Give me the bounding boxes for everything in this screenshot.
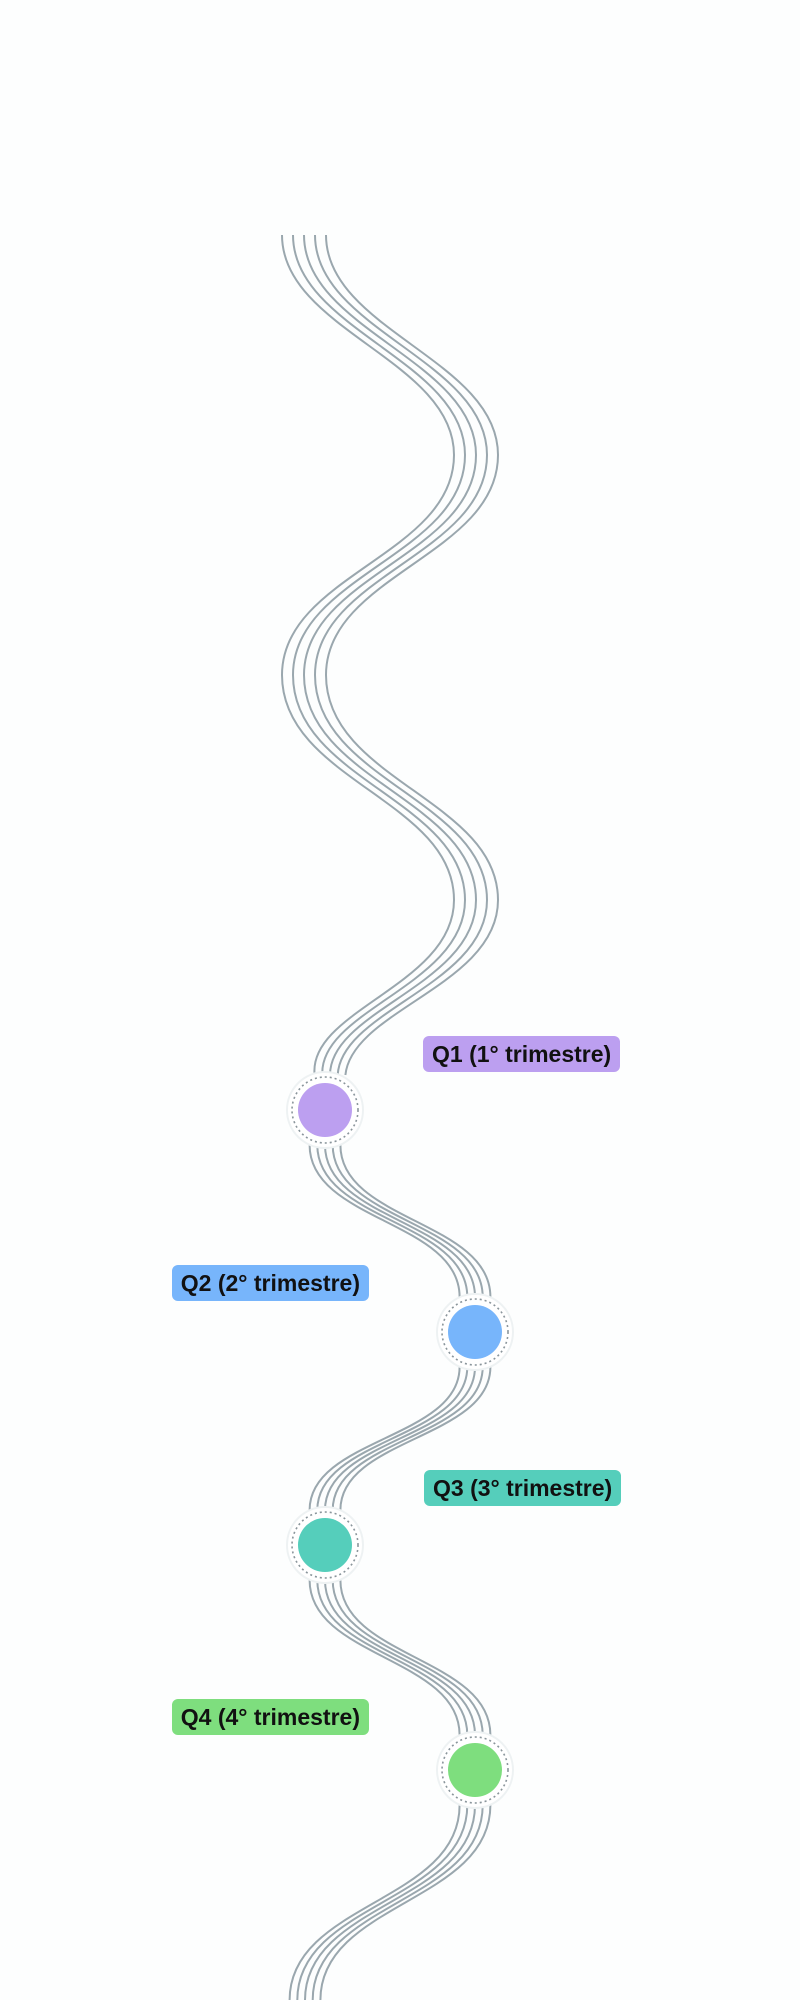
milestone-ring-q1: [291, 1076, 359, 1144]
milestone-ring-q4: [441, 1736, 509, 1804]
roadmap-connector-0-0: [308, 1144, 461, 1298]
roadmap-connector-3-4: [319, 1804, 492, 2000]
milestone-ring-q2: [441, 1298, 509, 1366]
roadmap-connector-0-1: [316, 1144, 469, 1298]
roadmap-connector-3-2: [304, 1804, 476, 2000]
milestone-label-q1: Q1 (1° trimestre): [423, 1036, 621, 1072]
milestone-ring-q3: [291, 1511, 359, 1579]
roadmap-connector-2-0: [308, 1579, 461, 1736]
milestone-label-q4: Q4 (4° trimestre): [171, 1699, 369, 1735]
roadmap-line-upper-4: [324, 234, 500, 1076]
roadmap-line-upper-3: [313, 234, 489, 1076]
roadmap-connector-1-1: [316, 1366, 469, 1511]
milestone-label-q3: Q3 (3° trimestre): [424, 1470, 622, 1506]
roadmap-line-upper-0: [280, 234, 456, 1076]
roadmap-connector-0-4: [339, 1144, 492, 1298]
milestone-node-q1: [298, 1083, 352, 1137]
roadmap-connector-0-3: [331, 1144, 484, 1298]
roadmap-line-upper-1: [291, 234, 467, 1076]
roadmap-connector-1-2: [324, 1366, 476, 1511]
roadmap-connector-2-4: [339, 1579, 492, 1736]
roadmap-connector-2-3: [331, 1579, 484, 1736]
milestone-node-q2: [448, 1305, 502, 1359]
roadmap-connector-1-0: [308, 1366, 461, 1511]
roadmap-connector-3-3: [311, 1804, 484, 2000]
milestone-label-q2: Q2 (2° trimestre): [171, 1265, 369, 1301]
roadmap-connector-3-1: [296, 1804, 469, 2000]
roadmap-line-upper-2: [302, 234, 478, 1076]
milestone-node-q4: [448, 1743, 502, 1797]
roadmap-connector-1-3: [331, 1366, 484, 1511]
roadmap-connector-2-1: [316, 1579, 469, 1736]
roadmap-connector-0-2: [324, 1144, 476, 1298]
roadmap-connector-1-4: [339, 1366, 492, 1511]
roadmap-path-lines: [280, 234, 500, 2000]
roadmap-connector-2-2: [324, 1579, 476, 1736]
milestone-nodes: [286, 1071, 514, 1809]
milestone-node-q3: [298, 1518, 352, 1572]
roadmap-connector-3-0: [288, 1804, 461, 2000]
